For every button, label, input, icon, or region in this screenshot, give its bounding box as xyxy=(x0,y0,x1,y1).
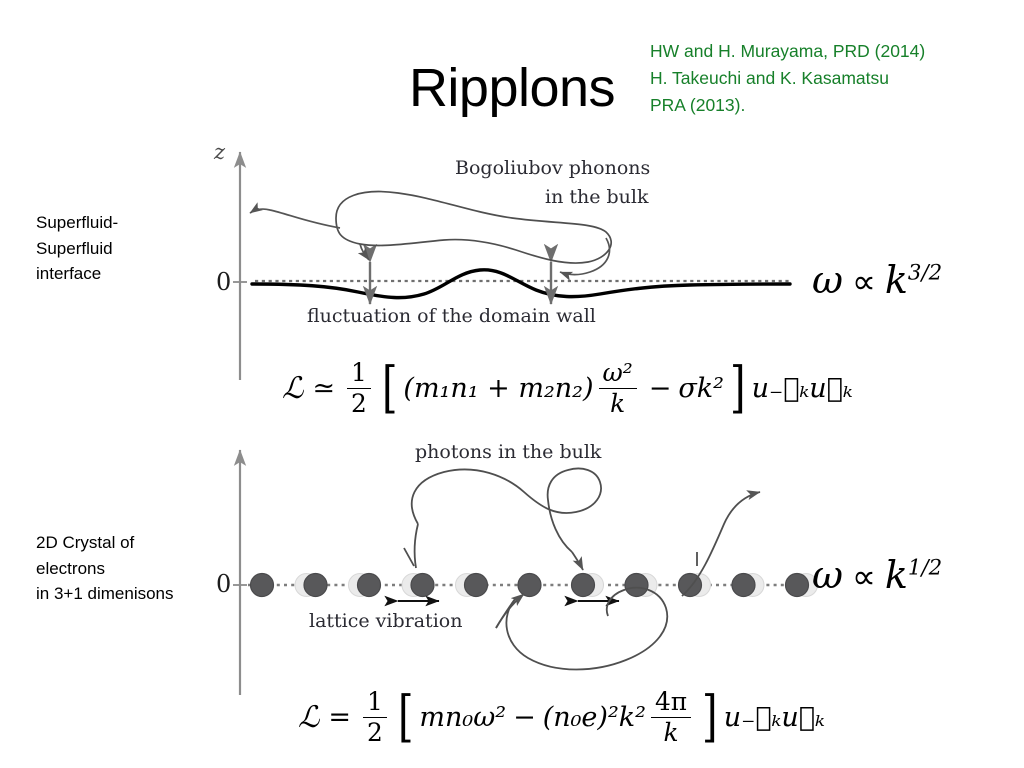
lattice-pointer-stub-left xyxy=(403,547,415,567)
relation-symbol: = xyxy=(328,701,352,733)
bulk-escape-arrow-right xyxy=(681,490,761,597)
label-line-2: Superfluid xyxy=(36,238,113,258)
dispersion-relation-bottom: ω∝k1/2 xyxy=(812,553,942,597)
electron-dot xyxy=(784,572,810,598)
fraction-denominator: 2 xyxy=(351,388,367,418)
bracket-open: [ xyxy=(381,356,398,420)
photon-arrow-to-lattice xyxy=(571,551,584,571)
k-symbol: k xyxy=(884,258,908,302)
label-line-3: in 3+1 dimenisons xyxy=(36,584,174,603)
axis-tick-zero-top: 0 xyxy=(216,268,232,296)
dispersion-relation-top: ω∝k3/2 xyxy=(812,258,942,302)
minus-sign: − xyxy=(648,372,672,404)
bulk-region-lasso xyxy=(335,190,612,264)
fraction-denominator: 2 xyxy=(367,717,383,747)
electron-dot xyxy=(517,572,542,598)
equation-superfluid-lagrangian: ℒ ≃ 1 2 [ (m₁n₁ + m₂n₂) ω² k − σk² ] u₋⃗… xyxy=(282,356,853,420)
electron-dot xyxy=(356,572,382,598)
citation-line-3: PRA (2013). xyxy=(650,95,746,116)
electron-dot xyxy=(410,572,435,598)
caption-domain-wall-fluctuation: fluctuation of the domain wall xyxy=(307,305,596,327)
minus-sign: − xyxy=(513,701,536,733)
axis-label-z: z xyxy=(214,140,226,164)
top-axis-vertical xyxy=(233,151,247,380)
photon-region-lasso-upper xyxy=(410,467,602,553)
fraction-numerator: ω² xyxy=(598,358,637,389)
one-half-fraction: 1 2 xyxy=(347,358,371,418)
bottom-axis-vertical xyxy=(233,449,247,695)
bracket-open: [ xyxy=(397,685,414,749)
electron-dot xyxy=(303,572,328,598)
omega-symbol: ω xyxy=(812,553,843,597)
domain-wall-curve xyxy=(250,268,792,300)
page-title: Ripplons xyxy=(408,58,616,118)
electron-dot xyxy=(249,572,275,598)
proportional-symbol: ∝ xyxy=(852,557,876,596)
lattice-vibration-arrowhead xyxy=(495,593,525,629)
citation-line-1: HW and H. Murayama, PRD (2014) xyxy=(650,41,926,61)
electron-dot xyxy=(463,572,489,598)
bulk-to-wall-arrow-mid xyxy=(357,243,370,261)
label-line-2: electrons xyxy=(36,558,105,578)
surface-tension-term: σk² xyxy=(678,372,724,404)
coulomb-term: (n₀e)²k² xyxy=(542,701,646,733)
bracket-close: ] xyxy=(702,685,718,749)
citation-line-2: H. Takeuchi and K. Kasamatsu xyxy=(650,68,889,89)
lattice-vibration-lasso-lower xyxy=(505,586,669,671)
label-line-3: interface xyxy=(36,264,102,283)
electron-dot xyxy=(570,572,596,598)
label-line-1: Superfluid- xyxy=(36,213,119,232)
omega-squared-over-k: ω² k xyxy=(598,358,637,418)
citation-block: HW and H. Murayama, PRD (2014) H. Takeuc… xyxy=(650,38,1020,119)
k-exponent: 3/2 xyxy=(907,260,943,286)
displacement-fields: u₋⃗ₖu⃗ₖ xyxy=(751,372,853,404)
annotation-bogoliubov-line2: in the bulk xyxy=(545,186,649,208)
caption-lattice-vibration: lattice vibration xyxy=(309,610,463,632)
electron-lattice xyxy=(249,572,818,598)
panel-label-crystal: 2D Crystal of electrons in 3+1 dimenison… xyxy=(36,530,251,607)
lagrangian-symbol: ℒ xyxy=(298,699,320,735)
fraction-numerator: 1 xyxy=(363,687,387,718)
fraction-numerator: 4π xyxy=(650,687,692,718)
one-half-fraction: 1 2 xyxy=(363,687,387,747)
fraction-numerator: 1 xyxy=(347,358,371,389)
bulk-to-wall-arrow-right xyxy=(559,237,611,281)
electron-dot xyxy=(624,572,649,598)
lagrangian-symbol: ℒ xyxy=(282,370,304,406)
four-pi-over-k: 4π k xyxy=(650,687,692,747)
bulk-to-wall-arrow-left xyxy=(249,202,341,229)
annotation-photons-bulk: photons in the bulk xyxy=(415,441,602,463)
omega-symbol: ω xyxy=(812,258,843,302)
kinetic-term: mn₀ω² xyxy=(419,701,507,733)
fraction-denominator: k xyxy=(663,717,679,747)
bracket-close: ] xyxy=(730,356,746,420)
label-line-1: 2D Crystal of xyxy=(36,533,135,552)
electron-dot xyxy=(731,572,756,598)
equation-crystal-lagrangian: ℒ = 1 2 [ mn₀ω² − (n₀e)²k² 4π k ] u₋⃗ₖu⃗… xyxy=(298,685,825,749)
annotation-bogoliubov-line1: Bogoliubov phonons xyxy=(455,157,651,179)
axis-tick-zero-bottom: 0 xyxy=(216,570,232,598)
k-exponent: 1/2 xyxy=(907,555,943,581)
photon-arrow-left-tail xyxy=(413,523,419,569)
fraction-denominator: k xyxy=(610,388,626,418)
relation-symbol: ≃ xyxy=(312,372,336,404)
k-symbol: k xyxy=(884,553,908,597)
mass-density-term: (m₁n₁ + m₂n₂) xyxy=(403,372,594,404)
displacement-fields: u₋⃗ₖu⃗ₖ xyxy=(723,701,825,733)
panel-label-superfluid: Superfluid- Superfluid interface xyxy=(36,210,251,287)
proportional-symbol: ∝ xyxy=(852,262,876,301)
